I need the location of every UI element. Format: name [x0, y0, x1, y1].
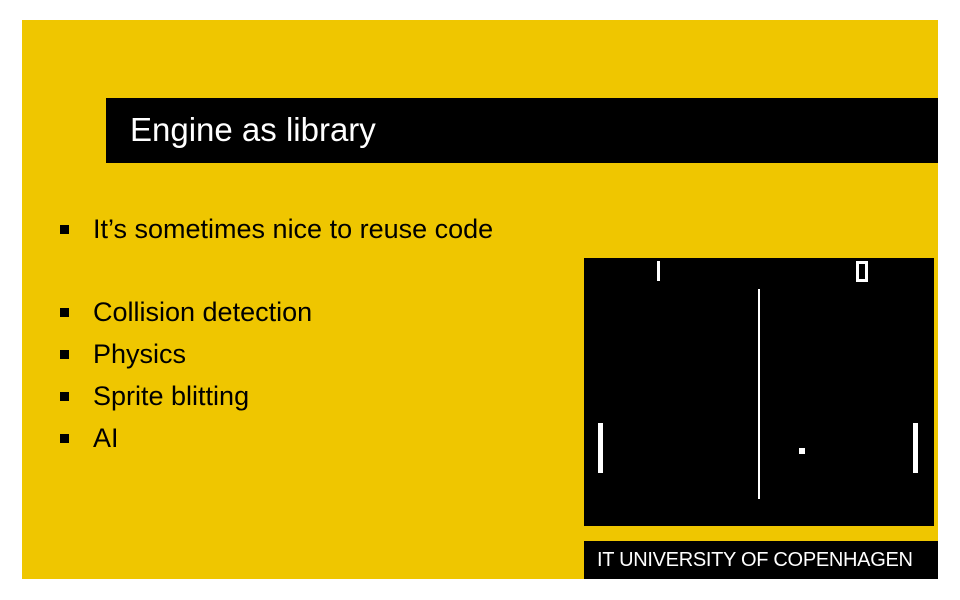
- pong-game-image: [584, 258, 934, 526]
- left-paddle: [598, 423, 603, 473]
- right-score-digit: [856, 261, 868, 282]
- bullet-item: Physics: [60, 337, 186, 371]
- ball: [799, 448, 805, 454]
- bullet-text: It’s sometimes nice to reuse code: [93, 213, 494, 244]
- bullet-square-icon: [60, 433, 69, 443]
- university-footer-bar: IT UNIVERSITY OF COPENHAGEN: [584, 541, 938, 579]
- bullet-square-icon: [60, 391, 69, 401]
- left-score-digit: [657, 261, 660, 281]
- bullet-square-icon: [60, 307, 69, 317]
- bullet-text: Collision detection: [93, 296, 313, 327]
- university-name: IT UNIVERSITY OF COPENHAGEN: [597, 549, 913, 571]
- bullet-item: It’s sometimes nice to reuse code: [60, 212, 493, 246]
- bullet-item: Sprite blitting: [60, 379, 249, 413]
- bullet-text: Physics: [93, 338, 187, 369]
- bullet-square-icon: [60, 349, 69, 359]
- bullet-square-icon: [60, 224, 69, 234]
- bullet-item: AI: [60, 421, 119, 455]
- pong-scene: [598, 261, 918, 499]
- title-bar: Engine as library: [106, 98, 938, 163]
- center-net-line: [758, 289, 760, 499]
- slide-title: Engine as library: [130, 111, 376, 148]
- right-paddle: [913, 423, 918, 473]
- bullet-text: AI: [93, 422, 119, 453]
- bullet-item: Collision detection: [60, 295, 312, 329]
- bullet-text: Sprite blitting: [93, 380, 250, 411]
